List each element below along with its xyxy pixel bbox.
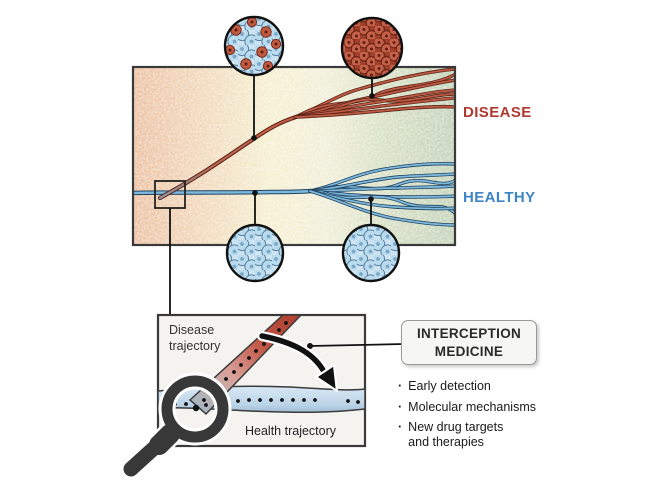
disease-trajectory-lines [157,67,455,201]
magnifying-glass-icon [121,372,232,479]
bullet-early-detection: Early detection [398,379,550,394]
healthy-cells-icon-right [341,223,401,283]
healthy-label: HEALTHY [463,189,536,206]
main-panel [131,65,457,247]
panel-border [131,65,457,247]
healthy-cells-icon-left [225,223,285,283]
bullet-early-detection-label: Early detection [408,379,491,393]
interception-medicine-title: INTERCEPTION MEDICINE [416,326,522,359]
interception-medicine-box: INTERCEPTION MEDICINE [401,320,537,366]
connector-dots [251,93,375,202]
disease-trajectory-label: Disease trajectory [169,323,221,354]
inset-to-box-callout [307,343,405,349]
bullet-new-drug-targets: New drug targets and therapies [398,420,550,449]
malignant-cells-icon [340,16,404,80]
premalignant-cells-icon [223,15,285,77]
bullet-molecular-mechanisms: Molecular mechanisms [398,400,550,415]
health-trajectory-label: Health trajectory [245,424,337,438]
interception-bullet-list: Early detection Molecular mechanisms New… [398,379,550,455]
disease-label: DISEASE [463,104,532,121]
bullet-molecular-mechanisms-label: Molecular mechanisms [408,399,536,414]
panel-texture [133,67,455,245]
interception-arrow-icon [257,331,339,393]
bullet-new-drug-targets-label: New drug targets and therapies [408,420,504,449]
